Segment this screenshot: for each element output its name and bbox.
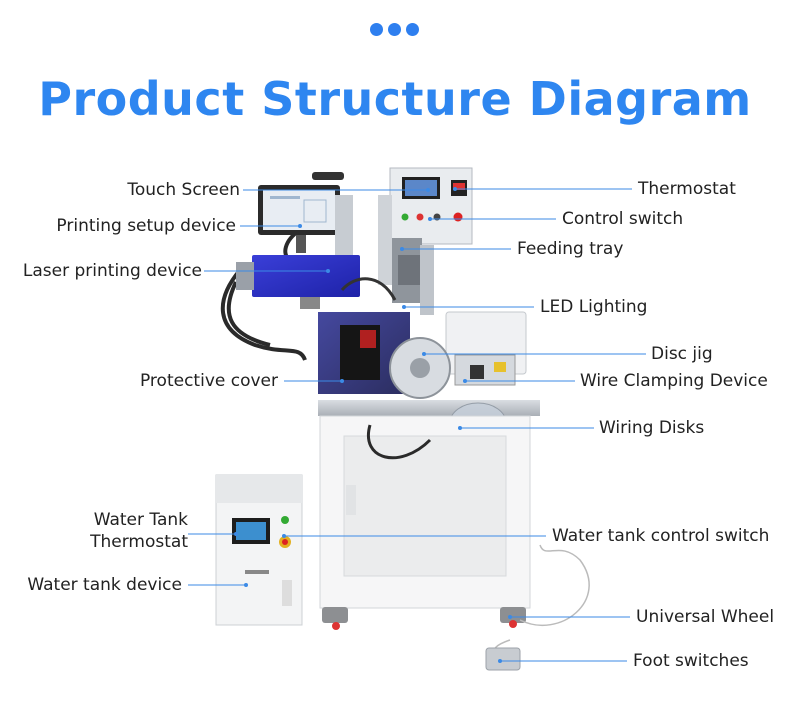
disc-jig <box>389 337 451 399</box>
label-led-lighting: LED Lighting <box>540 297 648 317</box>
label-water-tank-control-switch: Water tank control switch <box>552 526 770 546</box>
touch-screen-unit <box>258 172 344 253</box>
label-feeding-tray: Feeding tray <box>517 239 624 259</box>
leader-dots <box>234 187 512 663</box>
label-laser-printing-device: Laser printing device <box>22 261 202 281</box>
dot-icon <box>388 23 401 36</box>
label-water-tank-device: Water tank device <box>27 575 182 595</box>
label-protective-cover: Protective cover <box>139 371 278 391</box>
label-touch-screen: Touch Screen <box>127 180 240 200</box>
table-top <box>318 400 540 416</box>
label-universal-wheel: Universal Wheel <box>636 607 775 627</box>
label-control-switch: Control switch <box>562 209 684 229</box>
wire-clamp <box>454 354 516 386</box>
label-printing-setup-device: Printing setup device <box>56 216 236 236</box>
label-water-tank-thermostat: Water Tank Thermostat <box>90 510 188 552</box>
control-box <box>389 167 473 245</box>
label-disc-jig: Disc jig <box>651 344 713 364</box>
label-wire-clamping-device: Wire Clamping Device <box>580 371 768 391</box>
dot-icon <box>370 23 383 36</box>
water-tank-unit <box>215 474 303 626</box>
cabinet <box>319 415 531 609</box>
laser-printing-unit <box>236 255 360 309</box>
label-thermostat: Thermostat <box>638 179 736 199</box>
leader-lines <box>188 188 646 662</box>
foot-switch-unit <box>485 544 590 671</box>
page-title: Product Structure Diagram <box>38 72 752 126</box>
dot-icon <box>406 23 419 36</box>
label-foot-switches: Foot switches <box>633 651 749 671</box>
label-wiring-disks: Wiring Disks <box>599 418 705 438</box>
column <box>335 195 353 265</box>
header-dots-decoration <box>370 23 420 37</box>
wheels <box>322 607 526 630</box>
